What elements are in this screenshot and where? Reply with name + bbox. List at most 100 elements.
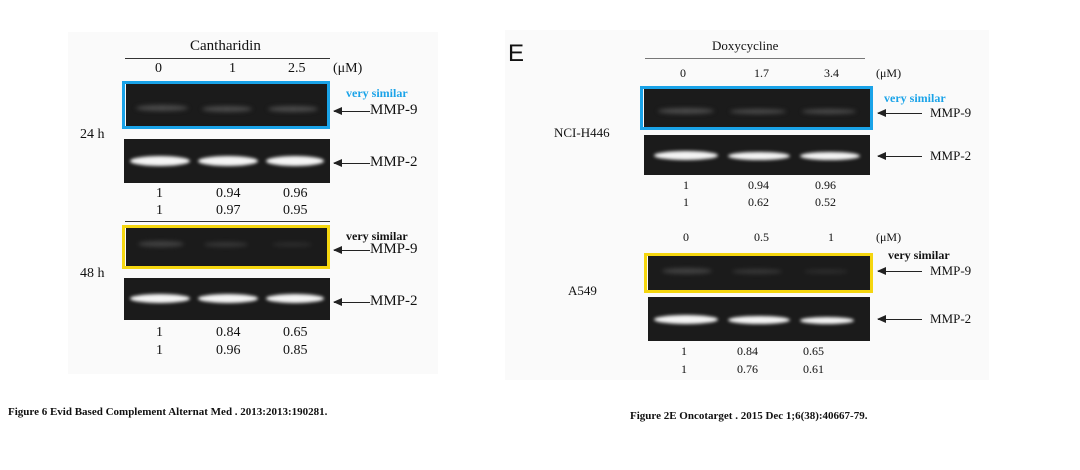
right-bottom-note: very similar [888,248,950,262]
gel-band [266,294,324,303]
gel-band [728,152,790,160]
gel-band [800,317,854,324]
gel-band [732,269,782,274]
right-dose-top-0: 0 [680,66,686,80]
left-q24-r2-0: 1 [156,203,163,218]
left-48h-highlight-box [122,225,330,269]
right-bottom-mmp9-gel [648,255,870,291]
right-drug-label: Doxycycline [712,38,779,53]
right-figure-caption: Figure 2E Oncotarget . 2015 Dec 1;6(38):… [630,410,868,422]
right-qt-r1-0: 1 [683,178,689,192]
gel-band [802,109,856,114]
right-qb-r1-0: 1 [681,344,687,358]
right-bottom-mmp9-arrow [877,267,922,275]
gel-band [204,242,248,247]
right-qb-r2-2: 0.61 [803,362,824,376]
right-dose-top-1: 1.7 [754,66,769,80]
right-dose-bottom-0: 0 [683,230,689,244]
left-dose-0: 0 [155,61,162,76]
gel-band [800,152,860,160]
gel-band [654,315,718,324]
left-24h-mmp9-arrow [333,107,370,115]
gel-band [272,242,312,247]
left-48h-mmp2-arrow [333,298,370,306]
right-top-mmp2-gel [644,135,870,175]
gel-band [268,106,318,112]
left-24h-mmp2-arrow [333,159,370,167]
right-bottom-mmp2-gel [648,297,870,341]
left-figure-caption: Figure 6 Evid Based Complement Alternat … [8,406,328,418]
right-unit-bottom: (μM) [876,230,902,244]
left-q24-r1-2: 0.96 [283,186,308,201]
left-q24-r2-2: 0.95 [283,203,308,218]
gel-band [728,316,790,324]
right-top-note: very similar [884,91,946,105]
right-qt-r2-2: 0.52 [815,195,836,209]
right-dose-bottom-1: 0.5 [754,230,769,244]
right-bottom-mmp9-label: MMP-9 [930,263,972,278]
gel-band [138,241,184,247]
left-48h-mmp9-gel [126,227,328,267]
gel-band [658,108,714,114]
gel-band [266,156,324,166]
left-mid-rule [125,221,330,222]
right-top-mmp9-arrow [877,109,922,117]
left-dose-1: 1 [229,61,236,76]
right-bottom-highlight-box [644,253,873,293]
right-top-highlight-box [640,86,873,130]
left-48h-mmp2-gel [124,278,330,320]
left-24h-mmp9-label: MMP-9 [370,102,418,118]
gel-band [202,106,252,112]
right-qt-r2-1: 0.62 [748,195,769,209]
right-top-mmp9-label: MMP-9 [930,105,972,120]
right-qt-r1-1: 0.94 [748,178,769,192]
left-24h-note: very similar [346,86,408,100]
left-q48-r2-2: 0.85 [283,343,308,358]
left-24h-mmp2-gel [124,139,330,183]
right-cell-top: NCI-H446 [554,125,610,140]
left-q24-r1-1: 0.94 [216,186,241,201]
right-qb-r1-2: 0.65 [803,344,824,358]
right-qb-r1-1: 0.84 [737,344,758,358]
right-bottom-mmp2-arrow [877,315,922,323]
right-top-mmp2-label: MMP-2 [930,148,972,163]
gel-band [654,151,718,160]
left-48h-mmp9-label: MMP-9 [370,241,418,257]
left-48h-mmp9-arrow [333,246,370,254]
left-24h-mmp9-gel [126,83,328,127]
left-q48-r1-1: 0.84 [216,325,241,340]
left-dose-2: 2.5 [288,61,306,76]
gel-band [198,156,258,166]
left-q48-r2-0: 1 [156,343,163,358]
gel-band [130,156,190,166]
left-q48-r2-1: 0.96 [216,343,241,358]
right-cell-bottom: A549 [568,283,597,298]
right-qt-r2-0: 1 [683,195,689,209]
left-24h-highlight-box [122,81,330,129]
left-48h-note: very similar [346,229,408,243]
left-q24-r1-0: 1 [156,186,163,201]
right-qb-r2-0: 1 [681,362,687,376]
left-48h-mmp2-label: MMP-2 [370,293,418,309]
left-q48-r1-0: 1 [156,325,163,340]
right-panel-letter: E [508,40,525,67]
right-bottom-mmp2-label: MMP-2 [930,311,972,326]
left-time-24h: 24 h [80,127,105,142]
left-time-48h: 48 h [80,266,105,281]
left-24h-mmp2-label: MMP-2 [370,154,418,170]
right-unit-top: (μM) [876,66,902,80]
left-q48-r1-2: 0.65 [283,325,308,340]
right-qt-r1-2: 0.96 [815,178,836,192]
gel-band [130,294,190,303]
left-drug-label: Cantharidin [190,38,261,54]
right-qb-r2-1: 0.76 [737,362,758,376]
right-dose-bottom-2: 1 [828,230,834,244]
right-dose-top-2: 3.4 [824,66,839,80]
left-unit-label: (μM) [333,61,363,76]
gel-band [662,268,712,274]
right-top-mmp9-gel [644,88,870,128]
gel-band [198,294,258,303]
gel-band [804,269,848,274]
gel-band [136,105,188,111]
left-q24-r2-1: 0.97 [216,203,241,218]
